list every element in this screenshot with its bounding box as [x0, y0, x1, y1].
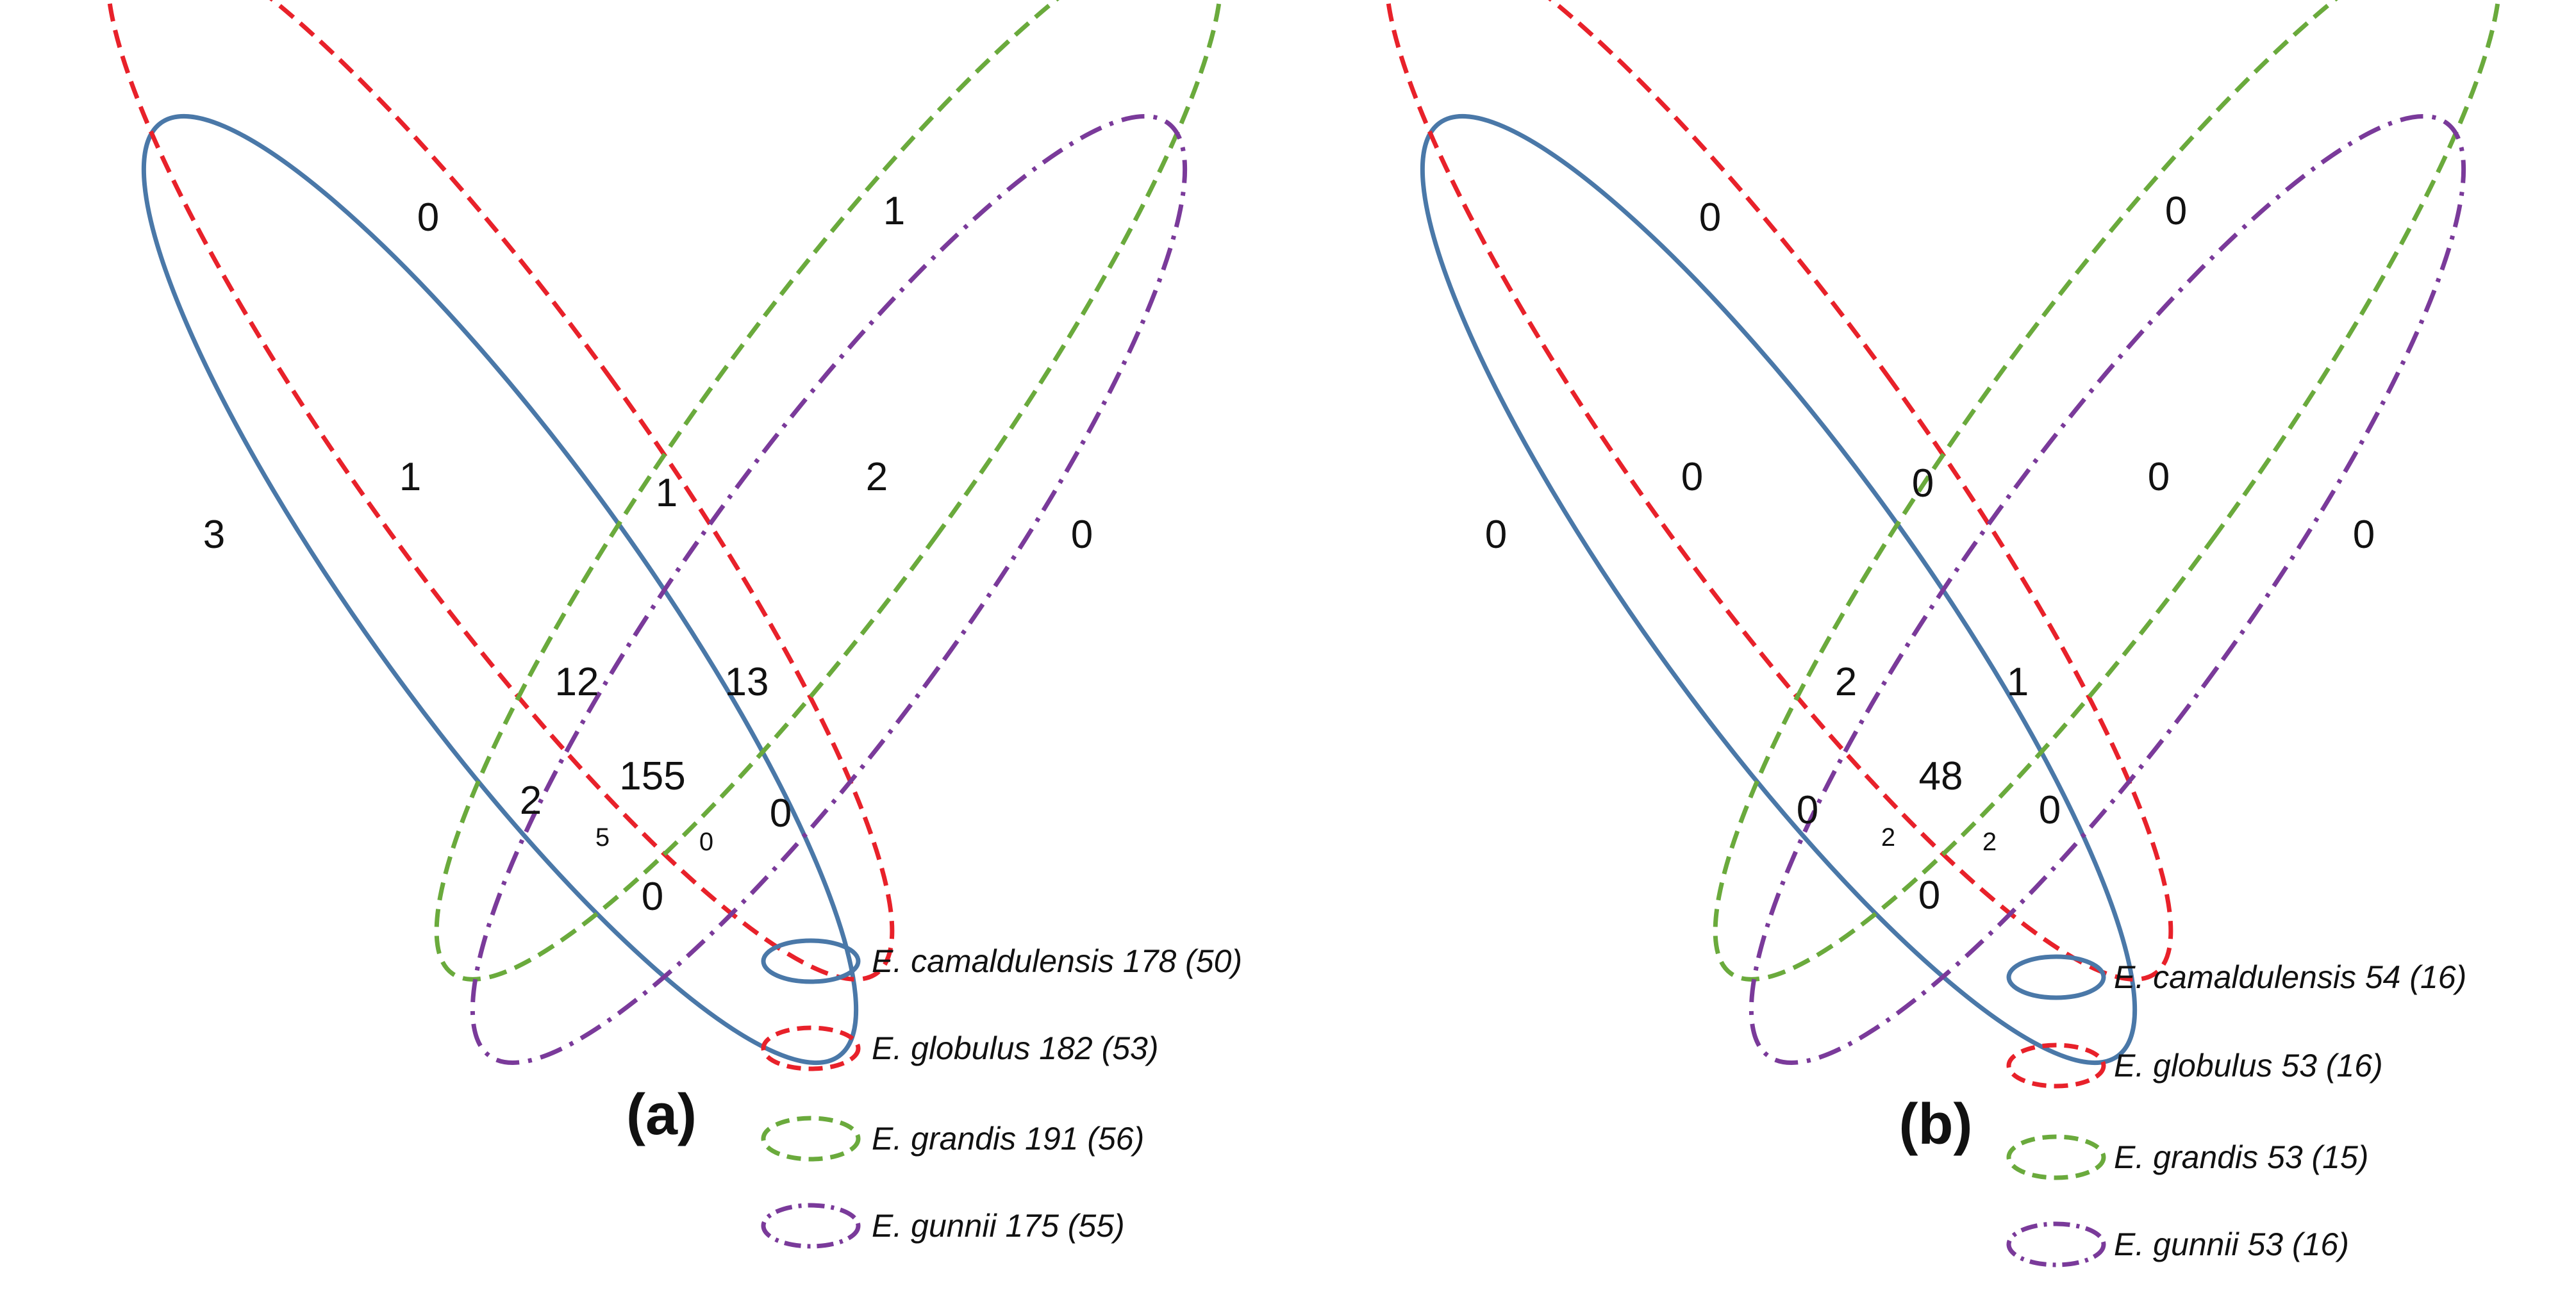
legend-swatch-camaldulensis — [761, 938, 861, 984]
region-grandis-only: 1 — [883, 189, 905, 233]
legend-swatch-grandis — [761, 1116, 861, 1162]
panel-b-ellipses — [1384, 0, 2502, 1066]
legend-item: E. globulus 53 (16) — [2006, 1043, 2383, 1089]
region-all-four: 48 — [1919, 754, 1963, 798]
region-all-four: 155 — [619, 754, 685, 798]
legend-swatch-globulus — [761, 1025, 861, 1071]
region-camaldulensis-grandis: 0 — [1797, 788, 1818, 832]
region-camaldulensis-grandis: 2 — [520, 779, 542, 823]
legend-swatch-grandis — [2006, 1134, 2106, 1180]
region-camaldulensis-globulus-gunnii: 2 — [1982, 828, 1997, 856]
region-globulus-grandis: 0 — [1912, 461, 1934, 506]
panel-b-ellipse-camaldulensis — [1420, 113, 2138, 1066]
legend-item: E. camaldulensis 54 (16) — [2006, 954, 2466, 1000]
panel-b-ellipse-gunnii — [1749, 113, 2466, 1066]
legend-label: E. gunnii 175 (55) — [872, 1208, 1125, 1244]
region-camaldulensis-globulus: 1 — [399, 455, 421, 499]
panel-b: 0 0 0 0 0 0 0 2 1 48 0 2 2 0 0 E. camald… — [1384, 0, 2502, 1267]
region-globulus-only: 0 — [1699, 195, 1721, 240]
panel-a-legend: E. camaldulensis 178 (50) E. globulus 18… — [761, 938, 1242, 1249]
region-camaldulensis-globulus: 0 — [1681, 455, 1703, 499]
region-globulus-gunnii: 0 — [770, 791, 792, 836]
region-camaldulensis-only: 0 — [1485, 513, 1507, 557]
legend-label: E. camaldulensis 178 (50) — [872, 943, 1242, 979]
region-camaldulensis-grandis-gunnii: 5 — [595, 823, 610, 852]
region-camaldulensis-globulus-grandis: 2 — [1835, 660, 1857, 704]
legend-item: E. grandis 191 (56) — [761, 1116, 1144, 1162]
region-globulus-grandis-gunnii: 1 — [2007, 660, 2029, 704]
region-globulus-gunnii: 0 — [2039, 788, 2061, 832]
region-camaldulensis-gunnii: 0 — [642, 875, 663, 919]
region-camaldulensis-gunnii: 0 — [1918, 873, 1940, 918]
region-camaldulensis-grandis-gunnii: 2 — [1881, 823, 1895, 852]
legend-item: E. globulus 182 (53) — [761, 1025, 1159, 1071]
panel-b-region-labels: 0 0 0 0 0 0 0 2 1 48 0 2 2 0 0 — [1485, 189, 2375, 918]
legend-label: E. grandis 53 (15) — [2114, 1139, 2368, 1175]
region-gunnii-only: 0 — [2353, 513, 2375, 557]
legend-label: E. camaldulensis 54 (16) — [2114, 959, 2466, 995]
panel-a-ellipses — [105, 0, 1224, 1066]
panel-a-ellipse-gunnii — [470, 113, 1188, 1066]
legend-label: E. globulus 182 (53) — [872, 1030, 1159, 1066]
legend-item: E. gunnii 175 (55) — [761, 1203, 1125, 1249]
panel-a-ellipse-globulus — [105, 0, 895, 982]
region-globulus-grandis: 1 — [656, 471, 677, 515]
legend-label: E. grandis 191 (56) — [872, 1121, 1144, 1157]
region-gunnii-only: 0 — [1071, 513, 1093, 557]
panel-b-legend: E. camaldulensis 54 (16) E. globulus 53 … — [2006, 954, 2466, 1267]
legend-label: E. gunnii 53 (16) — [2114, 1226, 2349, 1262]
region-grandis-gunnii: 0 — [2148, 455, 2170, 499]
legend-item: E. gunnii 53 (16) — [2006, 1221, 2349, 1267]
panel-b-label: (b) — [1899, 1093, 1973, 1157]
panel-a: 0 1 3 0 1 1 2 12 13 155 2 5 0 0 0 E. cam… — [105, 0, 1242, 1249]
panel-a-label: (a) — [626, 1083, 697, 1147]
region-camaldulensis-only: 3 — [203, 513, 225, 557]
region-grandis-only: 0 — [2165, 189, 2187, 233]
region-globulus-grandis-gunnii: 13 — [725, 660, 769, 704]
region-globulus-only: 0 — [417, 195, 439, 240]
legend-swatch-globulus — [2006, 1043, 2106, 1089]
legend-item: E. camaldulensis 178 (50) — [761, 938, 1242, 984]
panel-a-ellipse-camaldulensis — [141, 113, 859, 1066]
region-camaldulensis-globulus-gunnii: 0 — [699, 828, 713, 856]
legend-swatch-gunnii — [761, 1203, 861, 1249]
region-camaldulensis-globulus-grandis: 12 — [555, 660, 599, 704]
panel-a-region-labels: 0 1 3 0 1 1 2 12 13 155 2 5 0 0 0 — [203, 189, 1093, 919]
panel-a-ellipse-grandis — [434, 0, 1224, 982]
region-grandis-gunnii: 2 — [866, 455, 888, 499]
panel-b-ellipse-grandis — [1713, 0, 2502, 982]
legend-label: E. globulus 53 (16) — [2114, 1048, 2383, 1084]
legend-swatch-gunnii — [2006, 1221, 2106, 1267]
legend-item: E. grandis 53 (15) — [2006, 1134, 2368, 1180]
panel-b-ellipse-globulus — [1384, 0, 2173, 982]
legend-swatch-camaldulensis — [2006, 954, 2106, 1000]
